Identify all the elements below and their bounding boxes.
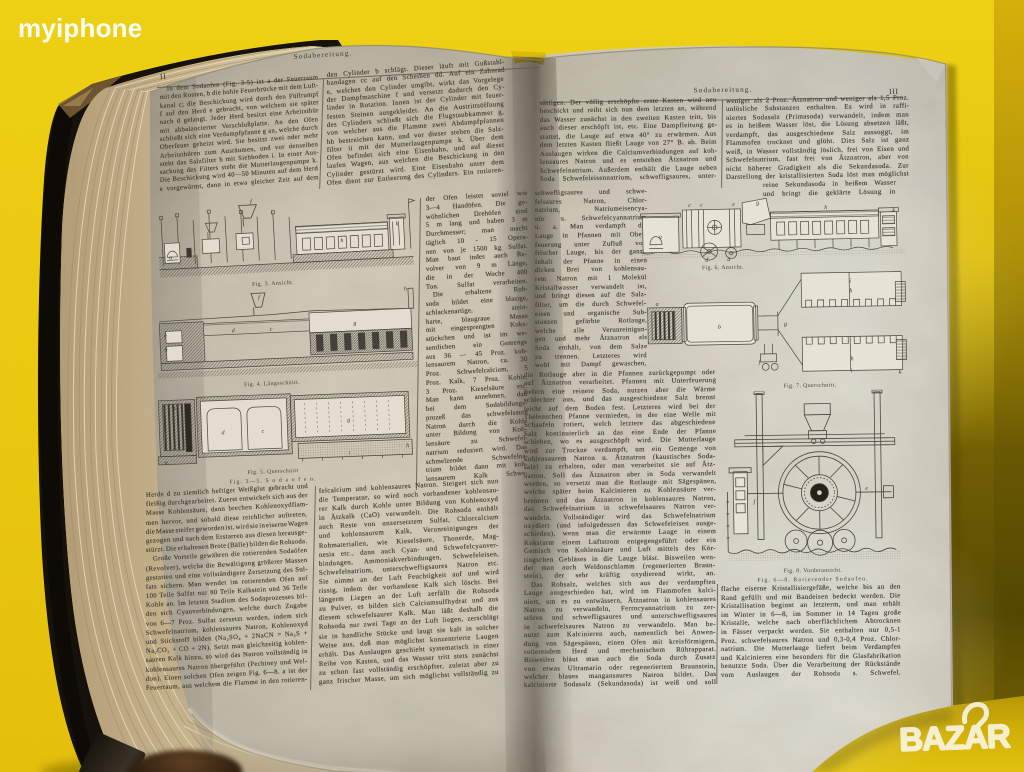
figure-label: h	[404, 286, 407, 292]
fig3-shed	[292, 221, 394, 264]
right-col3-side: schwefligsaures und schwe-felsaures Natr…	[534, 188, 648, 371]
figure-label: e	[732, 202, 735, 208]
watermark-bazar: BAZAR	[896, 690, 1017, 772]
figure-label: h	[406, 443, 409, 449]
fig6-shed	[769, 209, 880, 250]
figure-label: b	[173, 406, 176, 412]
figure-label: b	[164, 347, 167, 353]
figure-label: h	[849, 288, 852, 294]
figure-label: k	[899, 370, 902, 376]
figure-label: d	[705, 258, 709, 264]
cover-worn-corner	[58, 76, 122, 118]
figure-label: i	[849, 278, 851, 284]
figure-label: g	[756, 200, 759, 206]
right-col4-top: weniger als 2 Proz. Ätznatron und wenige…	[726, 94, 910, 182]
figure-3-ansicht-engraving: f c a h k	[159, 198, 416, 278]
figure-label: b	[718, 325, 721, 331]
text-line: wohl mit Dampf gewaschen,	[534, 360, 647, 370]
fig8-wheel	[778, 451, 861, 535]
figure-label: d	[727, 257, 731, 263]
right-column-divider-bottom	[716, 583, 718, 685]
figure-label: i	[348, 451, 350, 457]
figure-label: d	[232, 328, 236, 334]
figure-label: a	[165, 461, 168, 467]
fig7-flues	[800, 271, 904, 372]
figure-label: a	[656, 302, 659, 308]
right-col3-bottom: die Rotlauge aber in die Pfannen zurückg…	[523, 369, 717, 691]
figure-label: h	[851, 356, 854, 362]
figure-label: a	[164, 333, 167, 339]
figure-label: g	[784, 322, 787, 328]
figure-label: f	[258, 294, 261, 301]
figure-label: d	[221, 430, 225, 436]
figure-6-ansicht-engraving: a c c e d d g h k	[639, 197, 906, 264]
right-column-divider-top	[721, 99, 723, 189]
bazar-bag-handle-icon	[962, 701, 989, 728]
figure-label: a	[659, 235, 662, 241]
figure-label: i	[851, 368, 853, 374]
figure-4-laengsschnitt-engraving: f a b d c g h	[157, 286, 418, 379]
book-cover-spine-edge	[38, 106, 98, 772]
figure-label: c	[190, 249, 193, 255]
right-col4-bottom: flache eiserne Kristallisiergefäße, welc…	[720, 583, 901, 681]
right-running-head: Sodabereitung.	[693, 85, 753, 95]
finger-tip	[130, 750, 242, 772]
figure-8-caption-line1: Fig. 8. Vorderansicht.	[783, 567, 843, 575]
figure-8-vorderansicht-engraving: ef	[726, 389, 901, 561]
figure-label: c	[700, 203, 703, 209]
figure-label: c	[261, 429, 264, 435]
figure-label: g	[347, 417, 350, 423]
figure-label: h	[824, 205, 827, 211]
figure-label: c	[688, 203, 691, 209]
watermark-myiphone: myiphone	[18, 13, 143, 43]
figure-5-querschnitt-engraving: b c d c g i h a	[157, 390, 413, 467]
text-line: vom Auslaugen der Rohsoda s. Schwefel.	[720, 669, 901, 679]
figure-label: h	[340, 238, 343, 244]
figure-label: f	[753, 499, 756, 506]
cover-worn-corner-light	[63, 88, 93, 106]
right-col3-top: sättigen. Der völlig erschöpfte erste Ka…	[540, 97, 718, 184]
figure-label: c	[270, 327, 273, 333]
figure-label: c	[189, 424, 192, 430]
figure-label: f	[759, 359, 762, 366]
figure-label: a	[169, 255, 172, 261]
fig4-grate-teeth	[315, 330, 408, 352]
figure-label: g	[353, 321, 356, 327]
figure-label: e	[865, 486, 868, 492]
text-line: kalcinierte Sodasalz (Sekundasoda) ist w…	[523, 679, 717, 690]
figure-label: f	[250, 198, 253, 205]
figure-label: k	[395, 221, 398, 227]
figure-label: k	[892, 208, 895, 214]
